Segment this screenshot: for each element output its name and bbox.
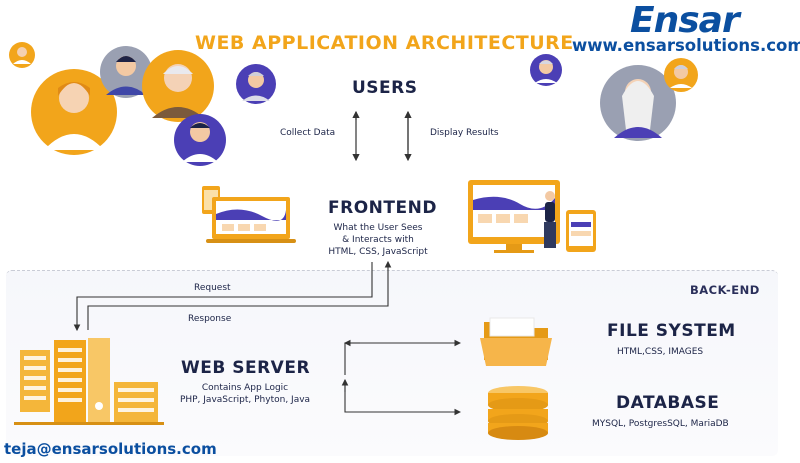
folder-icon — [480, 317, 552, 366]
avatar-group-left — [9, 42, 276, 166]
display-results-label: Display Results — [430, 128, 499, 138]
collect-data-label: Collect Data — [280, 128, 336, 138]
avatar-group-right — [530, 54, 698, 141]
database-title: DATABASE — [616, 393, 720, 413]
users-frontend-arrows — [352, 110, 412, 162]
web-server-title: WEB SERVER — [181, 358, 311, 378]
avatar — [100, 46, 152, 98]
users-title: USERS — [352, 78, 418, 98]
frontend-desc-line: & Interacts with — [342, 235, 414, 245]
devices-illustration-right — [468, 180, 596, 253]
contact-email[interactable]: teja@ensarsolutions.com — [4, 440, 217, 458]
frontend-desc-line: HTML, CSS, JavaScript — [328, 247, 428, 257]
frontend-description: What the User Sees & Interacts with HTML… — [316, 222, 440, 258]
web-server-description: Contains App Logic PHP, JavaScript, Phyt… — [170, 382, 320, 406]
database-icon — [488, 386, 548, 440]
file-system-title: FILE SYSTEM — [607, 321, 736, 341]
web-server-desc-line: Contains App Logic — [201, 383, 289, 393]
request-response-lines — [73, 260, 392, 332]
response-label: Response — [188, 314, 232, 324]
server-storage-lines — [341, 339, 462, 416]
server-rack-illustration — [14, 338, 164, 425]
database-description: MYSQL, PostgresSQL, MariaDB — [592, 419, 729, 429]
request-label: Request — [194, 283, 231, 293]
avatar — [600, 65, 676, 141]
frontend-title: FRONTEND — [328, 198, 437, 218]
devices-illustration-left — [202, 186, 296, 243]
avatar — [664, 58, 698, 92]
web-server-desc-line: PHP, JavaScript, Phyton, Java — [179, 395, 311, 405]
website-link[interactable]: www.ensarsolutions.com — [572, 36, 800, 55]
avatar — [31, 69, 117, 155]
avatar — [530, 54, 562, 86]
frontend-desc-line: What the User Sees — [333, 223, 423, 233]
avatar — [236, 64, 276, 104]
brand-logo: Ensar — [630, 0, 740, 41]
avatar — [9, 42, 35, 68]
avatar — [174, 114, 226, 166]
page-title: WEB APPLICATION ARCHITECTURE — [195, 32, 574, 54]
backend-label: BACK-END — [690, 283, 760, 297]
file-system-description: HTML,CSS, IMAGES — [617, 347, 704, 357]
avatar — [142, 50, 214, 122]
